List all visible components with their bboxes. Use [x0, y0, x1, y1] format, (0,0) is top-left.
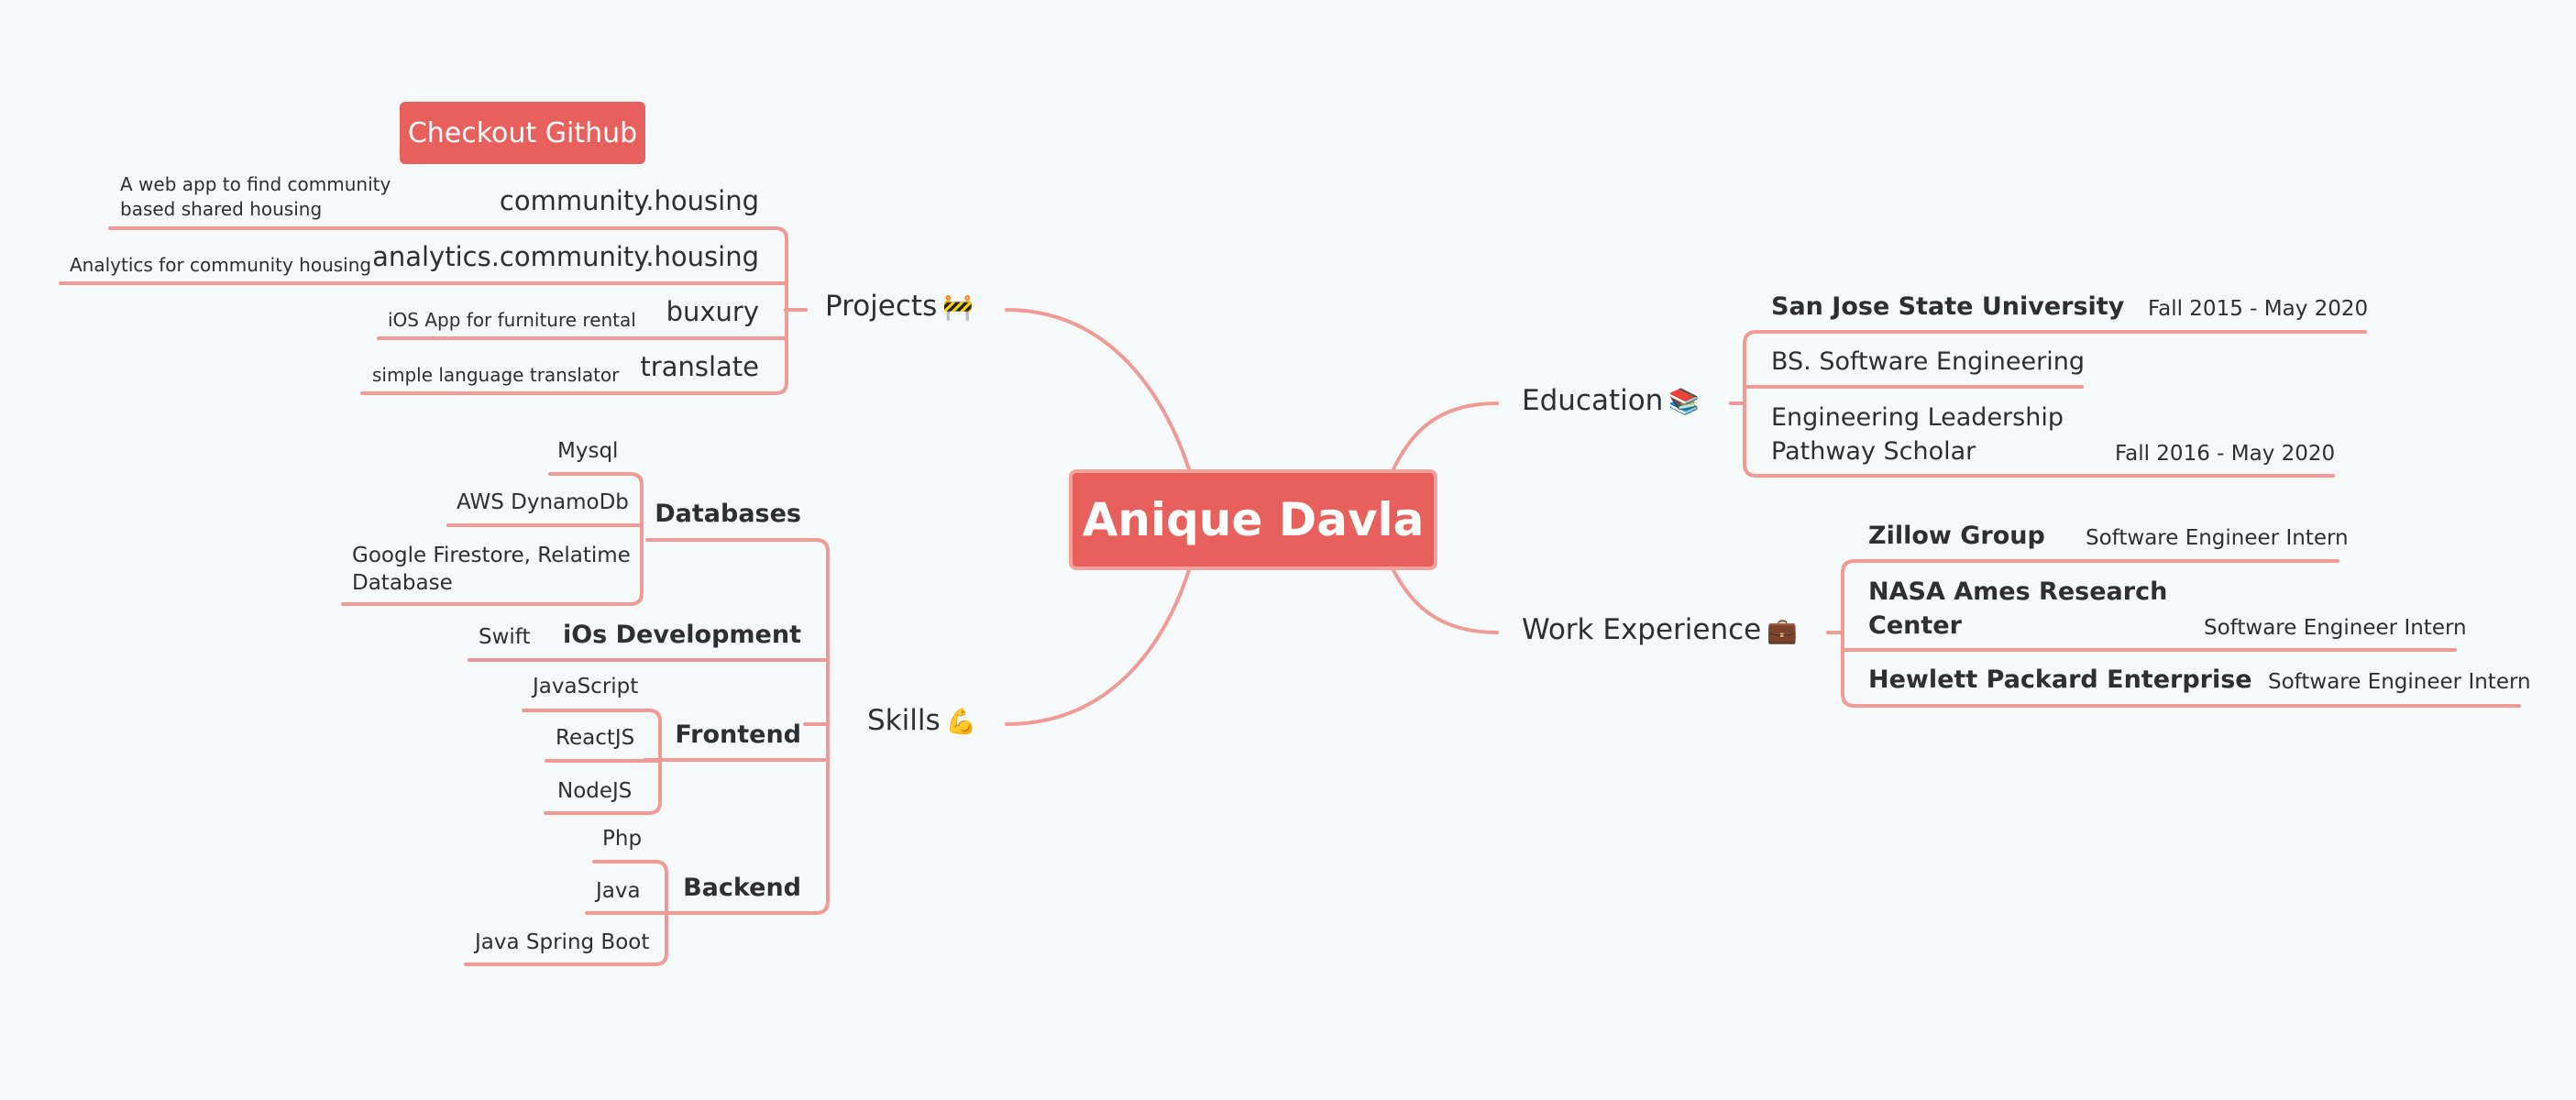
skill-aws-dynamodb[interactable]: AWS DynamoDb: [457, 490, 629, 514]
job-zillow-group[interactable]: Zillow Group: [1868, 522, 2045, 550]
skill-mysql[interactable]: Mysql: [557, 439, 619, 463]
education-school-dates: Fall 2015 - May 2020: [2148, 297, 2369, 321]
skill-php[interactable]: Php: [602, 827, 643, 851]
job-hewlett-packard[interactable]: Hewlett Packard Enterprise: [1868, 666, 2252, 694]
skill-group-backend[interactable]: Backend: [683, 874, 801, 902]
link-work: [1392, 568, 1499, 634]
link-education: [1392, 402, 1499, 471]
project-translate[interactable]: translate: [640, 351, 759, 382]
skill-group-ios-development[interactable]: iOs Development: [562, 621, 801, 649]
skill-swift[interactable]: Swift: [479, 625, 531, 649]
books-icon: 📚: [1668, 388, 1700, 416]
central-topic[interactable]: Anique Davla: [1069, 469, 1437, 570]
branch-work-experience[interactable]: Work Experience💼: [1522, 613, 1798, 647]
education-degree[interactable]: BS. Software Engineering: [1771, 347, 2085, 376]
education-school[interactable]: San Jose State University: [1771, 292, 2125, 321]
checkout-github-label: Checkout Github: [407, 116, 638, 149]
education-program[interactable]: Engineering Leadership Pathway Scholar: [1771, 403, 2064, 467]
briefcase-icon: 💼: [1767, 617, 1798, 645]
skill-group-databases[interactable]: Databases: [655, 500, 801, 528]
branch-projects[interactable]: Projects🚧: [825, 290, 974, 324]
branch-projects-label: Projects: [825, 290, 938, 323]
skill-google-firestore[interactable]: Google Firestore, Relatime Database: [352, 544, 631, 595]
construction-icon: 🚧: [942, 293, 974, 322]
branch-skills[interactable]: Skills💪: [867, 704, 976, 738]
skill-nodejs[interactable]: NodeJS: [557, 779, 633, 803]
skill-reactjs[interactable]: ReactJS: [556, 726, 635, 750]
skill-java[interactable]: Java: [596, 879, 641, 903]
checkout-github-button[interactable]: Checkout Github: [400, 102, 645, 164]
project-analytics-community-housing[interactable]: analytics.community.housing: [372, 241, 759, 272]
link-projects: [1005, 308, 1191, 471]
skill-group-frontend[interactable]: Frontend: [675, 720, 801, 749]
skill-java-spring-boot[interactable]: Java Spring Boot: [475, 930, 650, 954]
job-hpe-role: Software Engineer Intern: [2268, 670, 2531, 694]
link-skills: [1005, 568, 1191, 726]
project-buxury-desc: iOS App for furniture rental: [388, 309, 636, 331]
central-topic-label: Anique Davla: [1082, 493, 1425, 546]
skill-javascript[interactable]: JavaScript: [533, 675, 639, 698]
job-zillow-role: Software Engineer Intern: [2086, 526, 2349, 550]
education-program-dates: Fall 2016 - May 2020: [2115, 442, 2336, 466]
project-buxury[interactable]: buxury: [666, 296, 759, 327]
project-community-housing[interactable]: community.housing: [499, 185, 759, 216]
branch-education-label: Education: [1522, 384, 1664, 417]
project-analytics-desc: Analytics for community housing: [70, 254, 372, 276]
job-nasa-role: Software Engineer Intern: [2204, 616, 2467, 640]
project-community-housing-desc: A web app to find community based shared…: [120, 173, 391, 220]
branch-work-experience-label: Work Experience: [1522, 613, 1762, 646]
branch-skills-label: Skills: [867, 704, 941, 737]
job-nasa-ames[interactable]: NASA Ames Research Center: [1868, 578, 2168, 641]
flexed-biceps-icon: 💪: [945, 708, 977, 736]
project-translate-desc: simple language translator: [372, 364, 620, 386]
branch-education[interactable]: Education📚: [1522, 384, 1700, 418]
